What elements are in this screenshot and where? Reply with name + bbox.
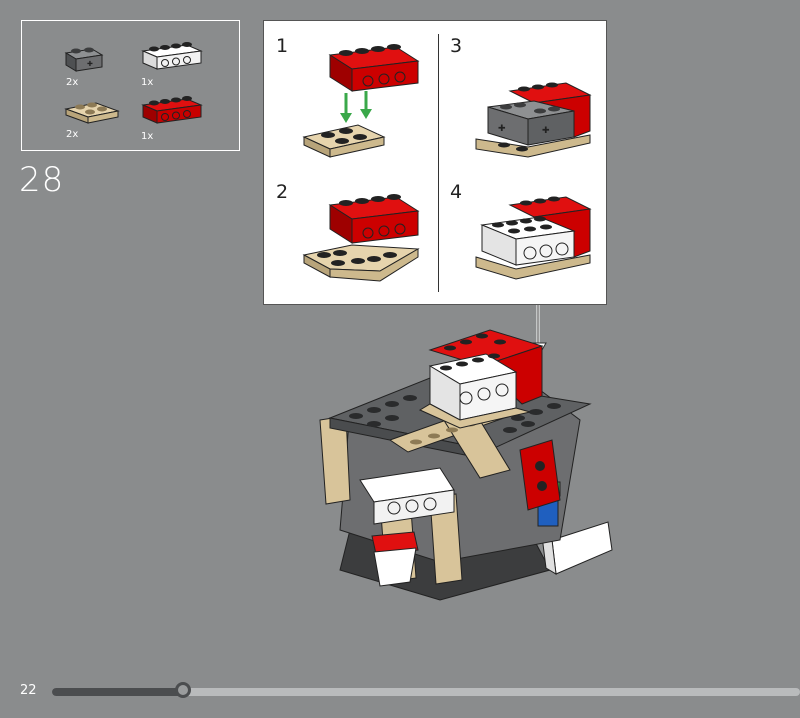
tan-plate-icon — [64, 102, 120, 124]
page-number: 22 — [20, 683, 37, 698]
substep-4-illustration — [475, 196, 592, 280]
part-white-technic-brick: 1x — [139, 37, 205, 88]
part-qty: 2x — [66, 77, 79, 88]
progress-bar[interactable] — [52, 682, 800, 698]
substep-3-illustration: ✚ ✚ — [475, 82, 592, 158]
sub-assembly-box: 1 3 2 4 — [263, 20, 607, 305]
svg-text:✚: ✚ — [498, 124, 506, 134]
part-qty: 1x — [141, 131, 154, 142]
substep-divider — [438, 34, 439, 292]
substep-label-3: 3 — [450, 35, 463, 57]
svg-text:✚: ✚ — [542, 126, 550, 136]
part-red-technic-brick: 1x — [139, 91, 205, 142]
step-number: 28 — [19, 160, 65, 200]
substep-label-2: 2 — [276, 181, 289, 203]
white-technic-brick-icon — [141, 42, 203, 70]
part-dark-gray-brick: ✚ 2x — [62, 39, 106, 88]
substep-label-1: 1 — [276, 35, 289, 57]
part-qty: 1x — [141, 77, 154, 88]
svg-text:✚: ✚ — [87, 60, 93, 68]
part-qty: 2x — [66, 129, 79, 140]
part-tan-plate: 2x — [62, 93, 122, 140]
parts-list-box: ✚ 2x 1x 2x — [21, 20, 240, 151]
main-model-illustration — [319, 329, 613, 601]
substep-2-illustration — [302, 194, 420, 282]
dark-gray-brick-icon: ✚ — [64, 47, 104, 72]
progress-fill — [52, 688, 183, 696]
substep-label-4: 4 — [450, 181, 463, 203]
red-technic-brick-icon — [141, 96, 203, 124]
substep-1-illustration — [302, 44, 420, 158]
progress-knob[interactable] — [174, 682, 191, 698]
